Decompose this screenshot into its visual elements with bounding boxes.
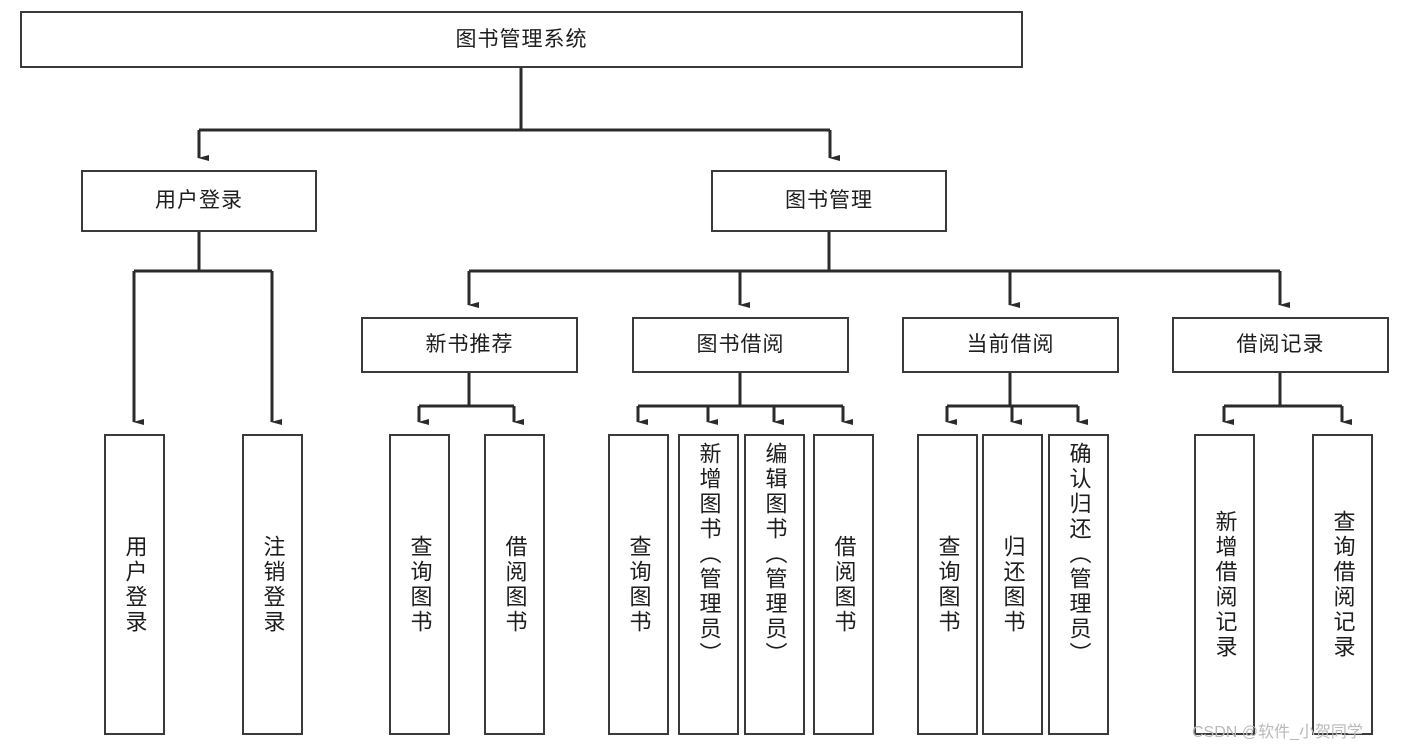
node-leaf-7[interactable]: 借阅图书 [813, 434, 874, 735]
node-label: 查询图书 [626, 534, 652, 635]
node-root-system[interactable]: 图书管理系统 [20, 11, 1023, 68]
node-label: 用户登录 [155, 189, 243, 213]
node-label: 用户登录 [122, 534, 148, 635]
node-leaf-5[interactable]: 新增图书（管理员） [678, 434, 739, 735]
node-label: 新增借阅记录 [1212, 509, 1238, 660]
node-leaf-12[interactable]: 查询借阅记录 [1312, 434, 1373, 735]
csdn-watermark: CSDN @软件_小贺同学 [1192, 724, 1363, 741]
node-leaf-8[interactable]: 查询图书 [917, 434, 978, 735]
node-level2-3[interactable]: 借阅记录 [1172, 317, 1389, 373]
node-leaf-0[interactable]: 用户登录 [104, 434, 165, 735]
node-leaf-11[interactable]: 新增借阅记录 [1194, 434, 1255, 735]
node-label: 借阅记录 [1236, 333, 1325, 357]
node-leaf-1[interactable]: 注销登录 [242, 434, 303, 735]
node-level1-0[interactable]: 用户登录 [81, 170, 317, 232]
node-label: 编辑图书（管理员） [762, 442, 788, 667]
node-level2-1[interactable]: 图书借阅 [632, 317, 849, 373]
node-leaf-3[interactable]: 借阅图书 [484, 434, 545, 735]
node-label: 借阅图书 [831, 534, 857, 635]
node-label: 新书推荐 [425, 333, 514, 357]
node-level2-0[interactable]: 新书推荐 [361, 317, 578, 373]
node-label: 图书管理 [785, 189, 873, 213]
node-label: 归还图书 [1000, 534, 1026, 635]
node-level2-2[interactable]: 当前借阅 [902, 317, 1119, 373]
node-label: 注销登录 [260, 534, 286, 635]
node-leaf-9[interactable]: 归还图书 [982, 434, 1043, 735]
node-label: 图书管理系统 [455, 27, 588, 51]
node-level1-1[interactable]: 图书管理 [711, 170, 947, 232]
node-leaf-2[interactable]: 查询图书 [389, 434, 450, 735]
node-leaf-6[interactable]: 编辑图书（管理员） [744, 434, 805, 735]
node-label: 查询图书 [935, 534, 961, 635]
node-label: 查询借阅记录 [1330, 509, 1356, 660]
node-leaf-4[interactable]: 查询图书 [608, 434, 669, 735]
node-label: 新增图书（管理员） [696, 442, 722, 667]
node-label: 图书借阅 [696, 333, 785, 357]
node-label: 借阅图书 [502, 534, 528, 635]
node-label: 当前借阅 [966, 333, 1055, 357]
node-label: 查询图书 [407, 534, 433, 635]
node-label: 确认归还（管理员） [1066, 442, 1092, 667]
node-leaf-10[interactable]: 确认归还（管理员） [1048, 434, 1109, 735]
